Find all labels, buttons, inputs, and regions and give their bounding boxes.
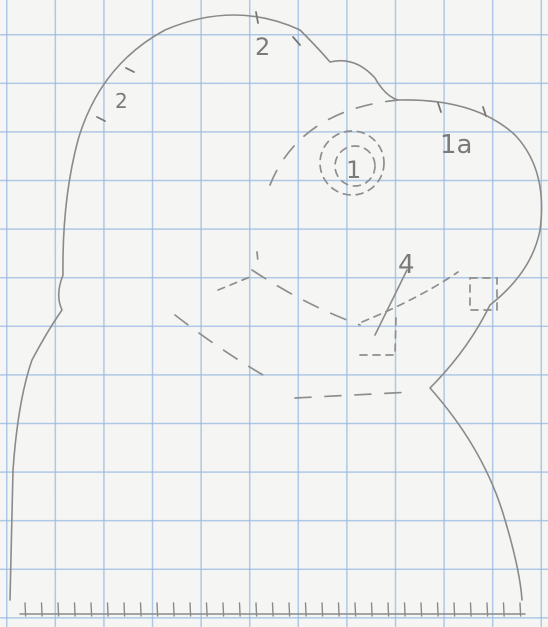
ruler-tick (471, 603, 472, 616)
align-mark-right-a (438, 103, 441, 112)
bottom-line-dashed (295, 392, 412, 398)
ruler-tick (405, 603, 406, 616)
ruler-tick (174, 603, 175, 616)
align-mark-top-right (293, 37, 300, 45)
ruler-tick (454, 603, 455, 616)
ruler-tick (42, 603, 43, 616)
ruler-tick (190, 603, 191, 616)
inner-curve-dashed (270, 100, 398, 185)
align-mark-left-lower (97, 117, 105, 121)
ruler-tick (504, 603, 505, 616)
short-dash-b (257, 252, 258, 262)
lower-curve-dashed (252, 270, 360, 325)
ruler-tick (240, 603, 241, 616)
label-right-1a: 1a (440, 130, 472, 160)
ruler-tick (223, 603, 224, 616)
ruler-tick (256, 603, 257, 616)
ruler-tick (75, 603, 76, 616)
ruler-tick (421, 603, 422, 616)
label-lower-4: 4 (398, 250, 415, 280)
ruler-tick (91, 603, 92, 616)
ruler-tick (207, 603, 208, 616)
align-mark-top (256, 12, 258, 23)
label-top-2: 2 (255, 33, 270, 61)
ruler-tick (124, 603, 125, 616)
ruler-tick (438, 603, 439, 616)
ruler-tick (273, 603, 274, 616)
ruler-tick (58, 603, 59, 616)
ruler-tick (157, 603, 158, 616)
ruler-tick (108, 603, 109, 616)
ruler-tick (339, 603, 340, 616)
ruler-tick (289, 603, 290, 616)
ruler-tick (141, 603, 142, 616)
align-mark-left-upper (126, 68, 134, 72)
notch-dashed (360, 318, 396, 355)
ruler-tick (25, 603, 26, 616)
ruler-tick (355, 603, 356, 616)
label-left-2: 2 (115, 89, 128, 113)
ruler-tick (322, 603, 323, 616)
right-box-dashed (470, 278, 497, 310)
ruler-tick (306, 603, 307, 616)
left-curve-dashed (175, 315, 268, 378)
ruler-tick (372, 603, 373, 616)
label-center-1: 1 (346, 156, 361, 184)
ruler-tick (487, 603, 488, 616)
ruler-tick (520, 603, 521, 616)
short-dash-a (218, 277, 250, 290)
ruler-tick (388, 603, 389, 616)
pattern-outline (10, 15, 542, 600)
